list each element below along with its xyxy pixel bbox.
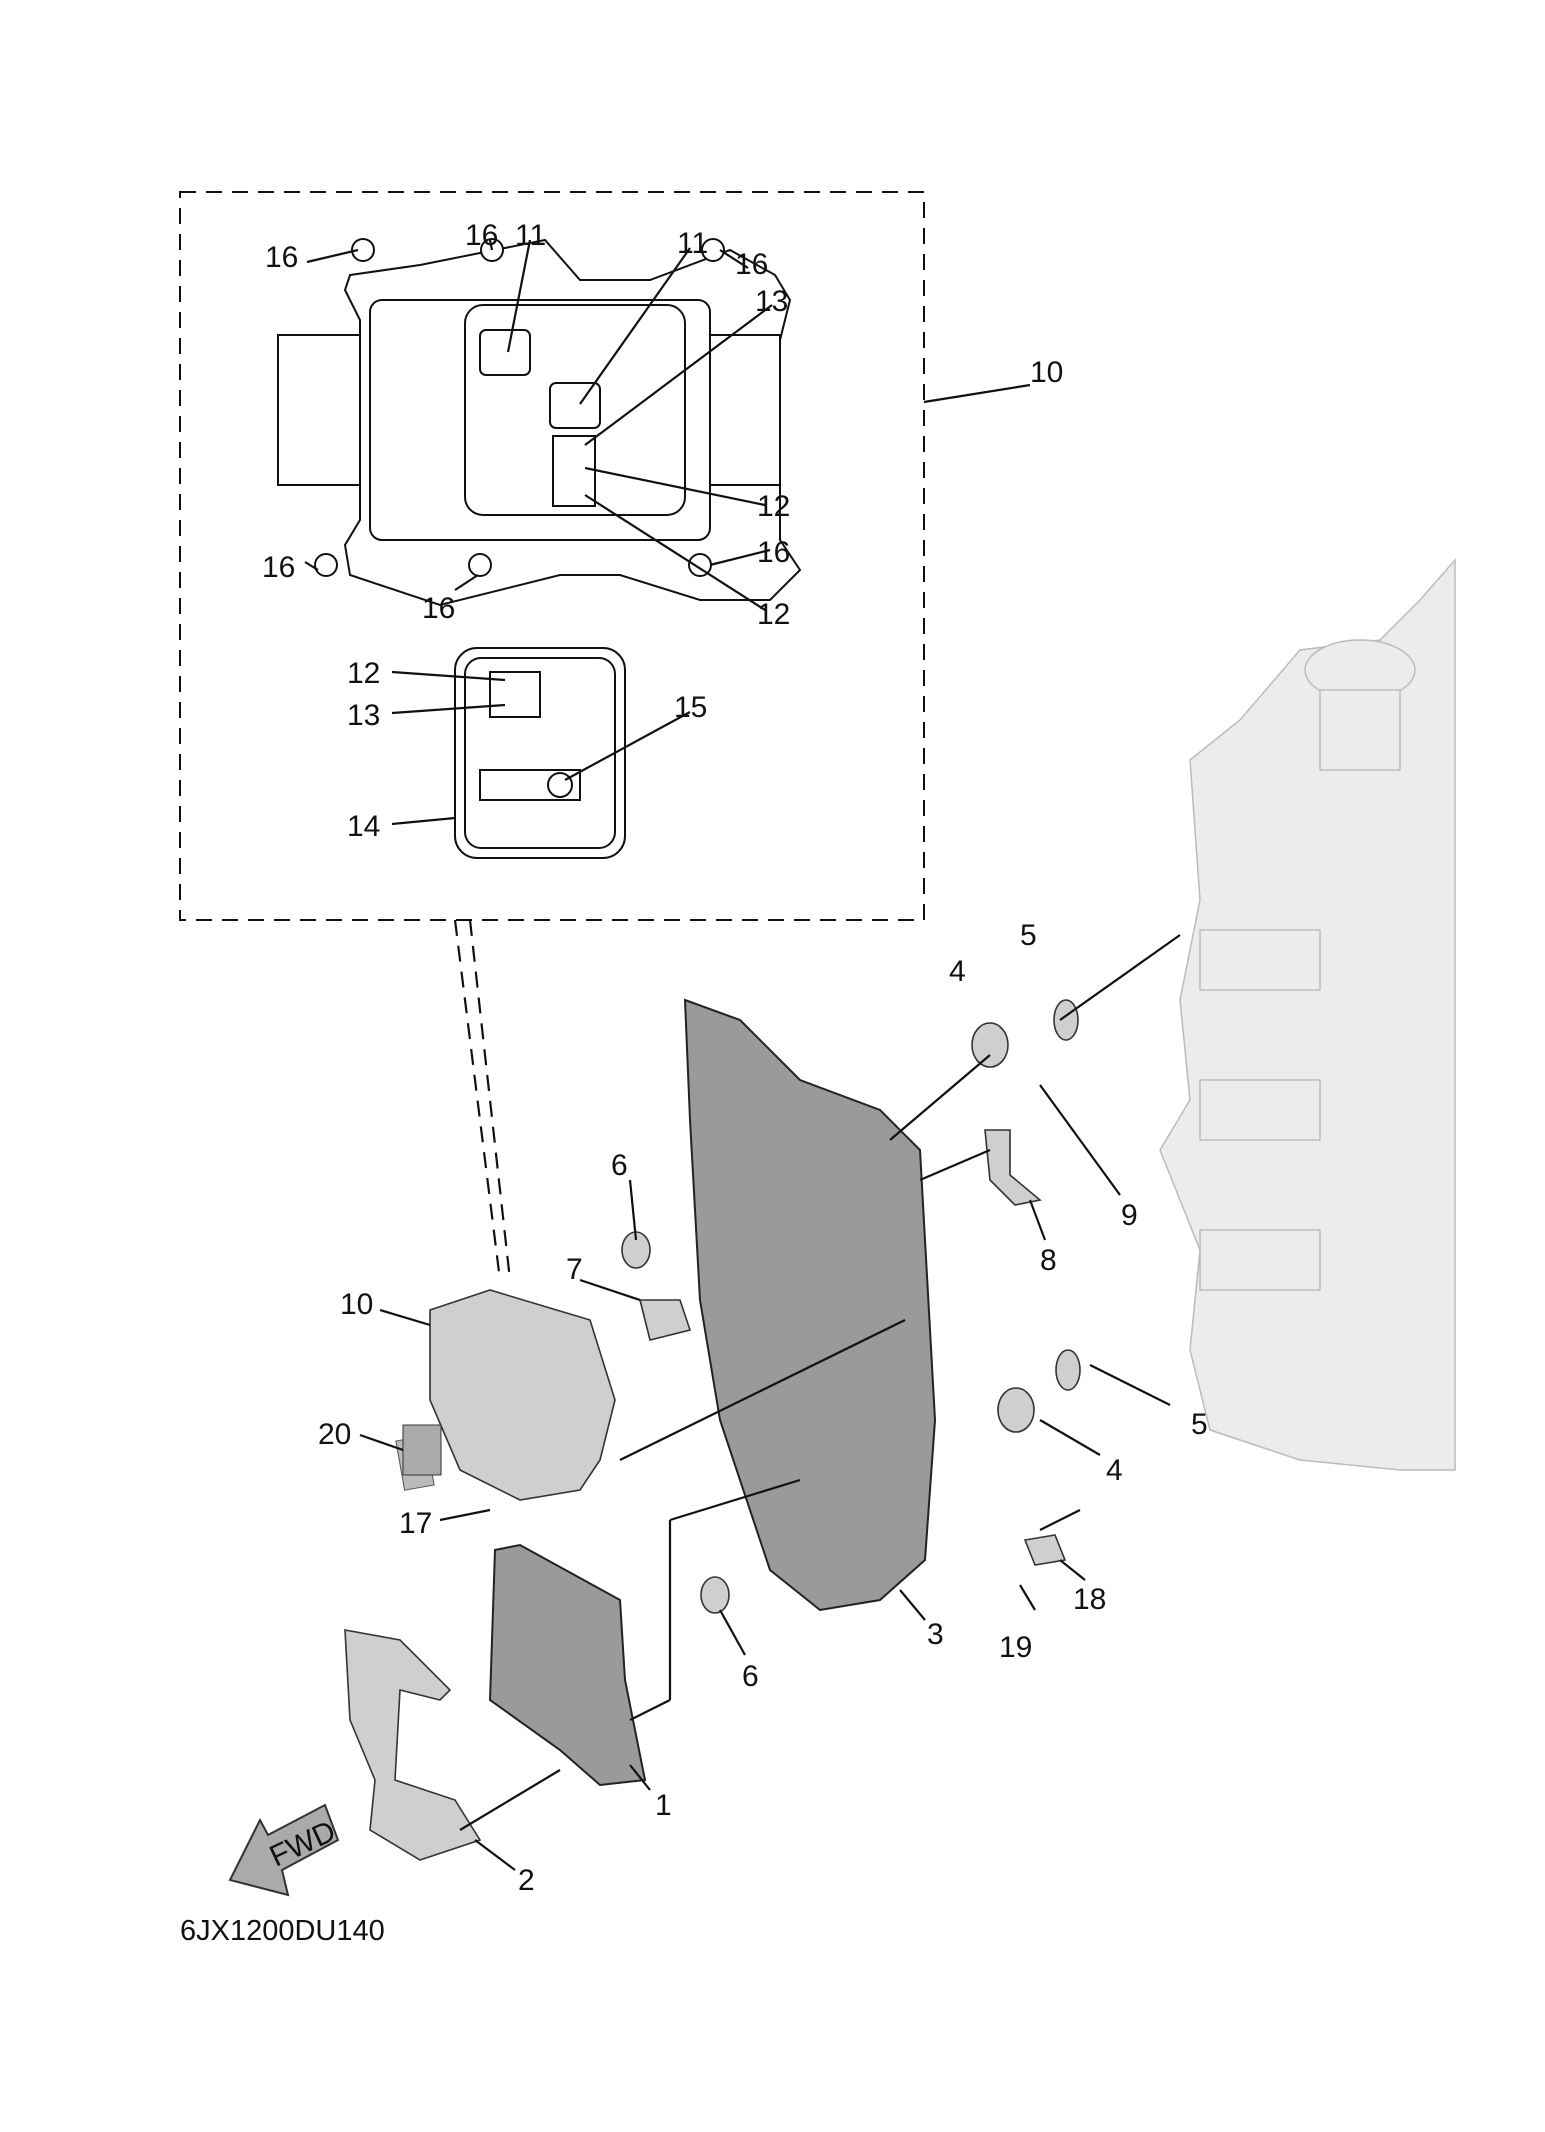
control-unit-top-view bbox=[277, 238, 802, 607]
callout: 16 bbox=[262, 551, 295, 584]
callout: 16 bbox=[757, 536, 790, 569]
callout: 17 bbox=[399, 1507, 432, 1540]
callout: 8 bbox=[1040, 1244, 1057, 1277]
callout: 16 bbox=[265, 241, 298, 274]
callout: 6 bbox=[742, 1660, 759, 1693]
assembly-leader-lines bbox=[359, 934, 1181, 1871]
callout: 12 bbox=[757, 598, 790, 631]
callout: 5 bbox=[1191, 1408, 1208, 1441]
callout: 16 bbox=[735, 248, 768, 281]
callout: 2 bbox=[518, 1864, 535, 1897]
bracket-3 bbox=[683, 998, 937, 1612]
callout: 9 bbox=[1121, 1199, 1138, 1232]
bracket-2 bbox=[344, 1629, 482, 1861]
callout: 16 bbox=[422, 592, 455, 625]
callout: 19 bbox=[999, 1631, 1032, 1664]
engine-block-outline bbox=[1159, 558, 1456, 1471]
callout-labels: 16 16 11 11 16 13 10 12 16 16 16 12 12 1… bbox=[262, 219, 1208, 1897]
callout: 14 bbox=[347, 810, 380, 843]
callout: 13 bbox=[347, 699, 380, 732]
callout: 10 bbox=[1030, 356, 1063, 389]
callout: 10 bbox=[340, 1288, 373, 1321]
detail-box bbox=[179, 191, 925, 921]
callout: 11 bbox=[515, 219, 546, 252]
callout: 6 bbox=[611, 1149, 628, 1182]
callout: 13 bbox=[755, 285, 788, 318]
fwd-arrow-icon: FWD bbox=[228, 1803, 341, 1897]
callout: 4 bbox=[949, 955, 966, 988]
control-unit-cover-view bbox=[454, 647, 626, 859]
callout: 4 bbox=[1106, 1454, 1123, 1487]
callout: 15 bbox=[674, 691, 707, 724]
leader-lines bbox=[304, 239, 773, 826]
ecu-1 bbox=[488, 1543, 647, 1787]
callout: 7 bbox=[566, 1253, 583, 1286]
callout: 3 bbox=[927, 1618, 944, 1651]
callout: 16 bbox=[465, 219, 498, 252]
callout: 1 bbox=[655, 1789, 672, 1822]
drawing-code: 6JX1200DU140 bbox=[180, 1915, 385, 1947]
callout: 11 bbox=[677, 227, 708, 260]
callout: 5 bbox=[1020, 919, 1037, 952]
callout: 18 bbox=[1073, 1583, 1106, 1616]
callout: 20 bbox=[318, 1418, 351, 1451]
callout: 12 bbox=[347, 657, 380, 690]
callout: 12 bbox=[757, 490, 790, 523]
small-parts bbox=[402, 999, 1081, 1614]
